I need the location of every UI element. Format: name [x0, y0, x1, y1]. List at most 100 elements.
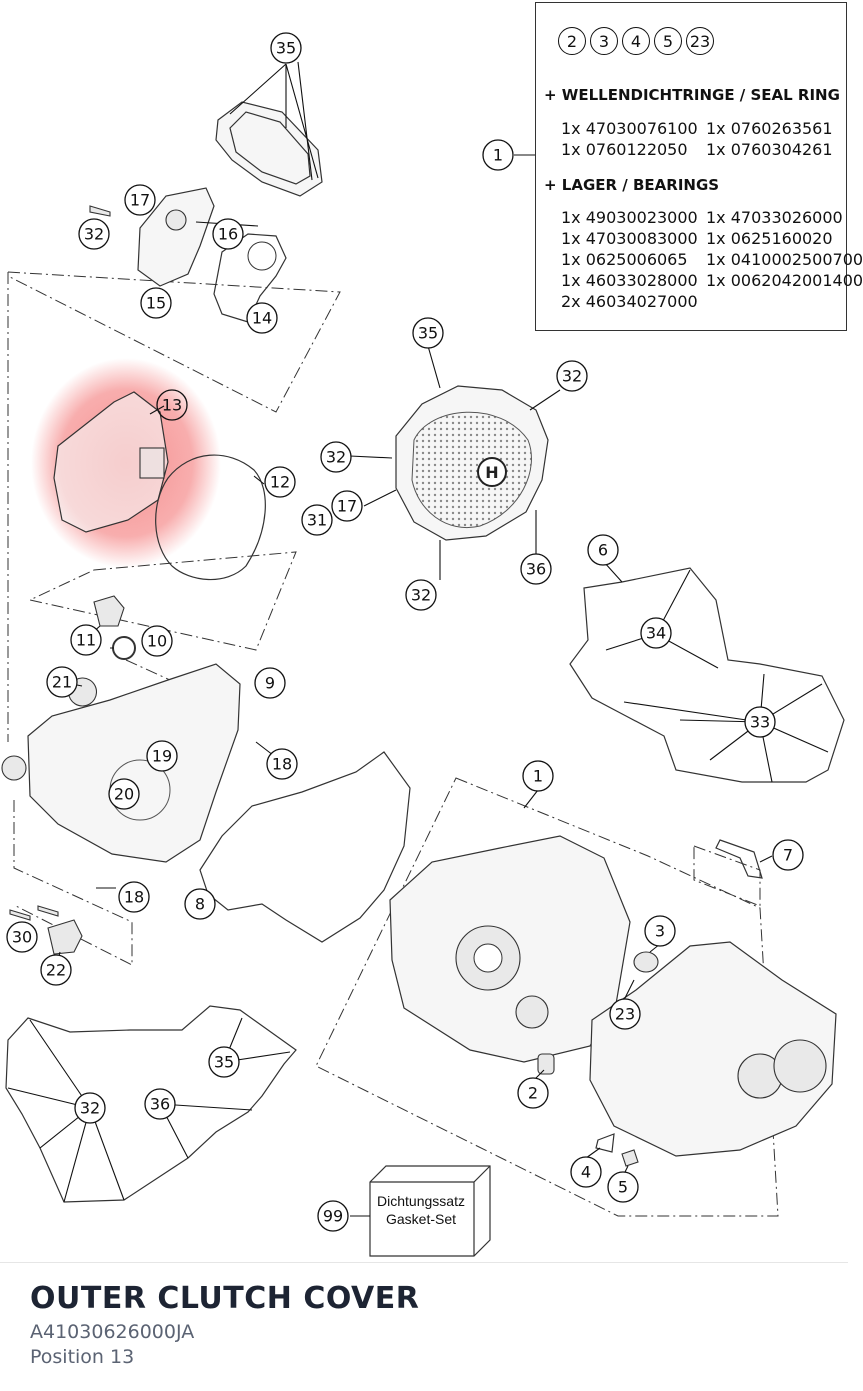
oring-10: [112, 636, 136, 660]
gasket-6: [569, 567, 845, 783]
water-pump-gasket: [213, 233, 287, 323]
seal-item: 1x 0760304261: [706, 140, 833, 159]
svg-text:99: 99: [323, 1207, 343, 1226]
seal-item: 1x 0760122050: [561, 140, 688, 159]
callout-markers: 35 17 32 16 15 14 13 12 35 32 32 17 31 3…: [6, 32, 804, 1232]
callout-10: 10: [141, 625, 173, 657]
gasket-set-box: Dichtungssatz Gasket-Set: [369, 1165, 491, 1257]
svg-text:10: 10: [147, 632, 167, 651]
svg-text:5: 5: [618, 1178, 628, 1197]
bearing-item: 1x 0062042001400: [706, 271, 863, 290]
svg-text:9: 9: [265, 674, 275, 693]
svg-text:34: 34: [646, 624, 666, 643]
svg-text:13: 13: [162, 396, 182, 415]
svg-text:1: 1: [533, 767, 543, 786]
bearing-item: 1x 47030083000: [561, 229, 698, 248]
callout-3: 3: [644, 915, 676, 947]
callout-23: 23: [609, 998, 641, 1030]
svg-text:H: H: [485, 463, 498, 482]
callout-36b: 36: [144, 1088, 176, 1120]
gasket-8: [199, 751, 411, 943]
svg-text:35: 35: [214, 1053, 234, 1072]
callout-12: 12: [264, 466, 296, 498]
kit-callout: 23: [686, 27, 714, 55]
callout-8: 8: [184, 888, 216, 920]
water-pump-impeller-22: [47, 919, 83, 955]
callout-18: 18: [266, 748, 298, 780]
svg-text:36: 36: [150, 1095, 170, 1114]
callout-35: 35: [270, 32, 302, 64]
bearing-item: 1x 0625006065: [561, 250, 688, 269]
svg-text:17: 17: [337, 497, 357, 516]
svg-text:33: 33: [750, 713, 770, 732]
callout-13: 13: [156, 389, 188, 421]
outer-clutch-cover: [53, 391, 169, 533]
bearing-item: 1x 49030023000: [561, 208, 698, 227]
svg-text:16: 16: [218, 225, 238, 244]
svg-text:31: 31: [307, 511, 327, 530]
callout-36: 36: [520, 553, 552, 585]
bearing-item: 1x 0625160020: [706, 229, 833, 248]
callout-11: 11: [70, 624, 102, 656]
svg-text:23: 23: [615, 1005, 635, 1024]
bearing-3: [633, 951, 659, 973]
bolt-32-left: [89, 205, 111, 217]
svg-text:2: 2: [528, 1084, 538, 1103]
callout-2: 2: [517, 1077, 549, 1109]
bracket-7: [715, 839, 763, 879]
seal-ring-list: 1x 47030076100 1x 0760263561 1x 07601220…: [561, 119, 846, 160]
callout-19: 19: [146, 740, 178, 772]
kit-callout: 2: [558, 27, 586, 55]
callout-32e: 32: [74, 1092, 106, 1124]
svg-text:35: 35: [276, 39, 296, 58]
svg-text:3: 3: [655, 922, 665, 941]
bearing-item: 2x 46034027000: [561, 292, 698, 311]
svg-text:12: 12: [270, 473, 290, 492]
callout-22: 22: [40, 954, 72, 986]
exploded-parts-diagram: H Dichtungssatz Gasket-Set: [1, 32, 845, 1257]
svg-text:11: 11: [76, 631, 96, 650]
callout-6: 6: [587, 534, 619, 566]
dowel-2: [537, 1053, 555, 1075]
svg-text:35: 35: [418, 324, 438, 343]
o-ring-12: [155, 454, 266, 581]
gasket-set-label-de: Dichtungssatz: [377, 1193, 465, 1209]
callout-info-1: 1: [482, 139, 514, 171]
svg-text:15: 15: [146, 294, 166, 313]
callout-15: 15: [140, 287, 172, 319]
svg-text:6: 6: [598, 541, 608, 560]
callout-30: 30: [6, 921, 38, 953]
ignition-cover: H: [395, 385, 549, 541]
svg-text:14: 14: [252, 309, 272, 328]
callout-31: 31: [301, 504, 333, 536]
callout-21: 21: [46, 666, 78, 698]
svg-text:1: 1: [493, 146, 503, 165]
callout-4: 4: [570, 1156, 602, 1188]
callout-17b: 17: [331, 490, 363, 522]
part-title: OUTER CLUTCH COVER: [30, 1281, 420, 1316]
svg-text:20: 20: [114, 785, 134, 804]
kit-included-callouts: 2 3 4 5 23: [558, 27, 714, 55]
callout-20: 20: [108, 778, 140, 810]
callout-5: 5: [607, 1171, 639, 1203]
callout-18b: 18: [118, 881, 150, 913]
bearing-item: 1x 0410002500700: [706, 250, 863, 269]
gasket-set-label-en: Gasket-Set: [386, 1211, 456, 1227]
svg-text:18: 18: [124, 888, 144, 907]
seal-item: 1x 0760263561: [706, 119, 833, 138]
svg-text:36: 36: [526, 560, 546, 579]
svg-text:32: 32: [326, 448, 346, 467]
callout-33: 33: [744, 706, 776, 738]
callout-32: 32: [78, 218, 110, 250]
bearings-heading: + LAGER / BEARINGS: [544, 176, 720, 194]
kit-callout: 3: [590, 27, 618, 55]
callout-1: 1: [522, 760, 554, 792]
part-position: Position 13: [30, 1346, 135, 1368]
water-pump-cover-top: [215, 101, 323, 197]
screw-5: [621, 1149, 639, 1167]
svg-text:22: 22: [46, 961, 66, 980]
oil-plug-11: [93, 595, 125, 627]
kit-callout: 4: [622, 27, 650, 55]
inner-clutch-cover: [1, 663, 241, 863]
callout-99: 99: [317, 1200, 349, 1232]
